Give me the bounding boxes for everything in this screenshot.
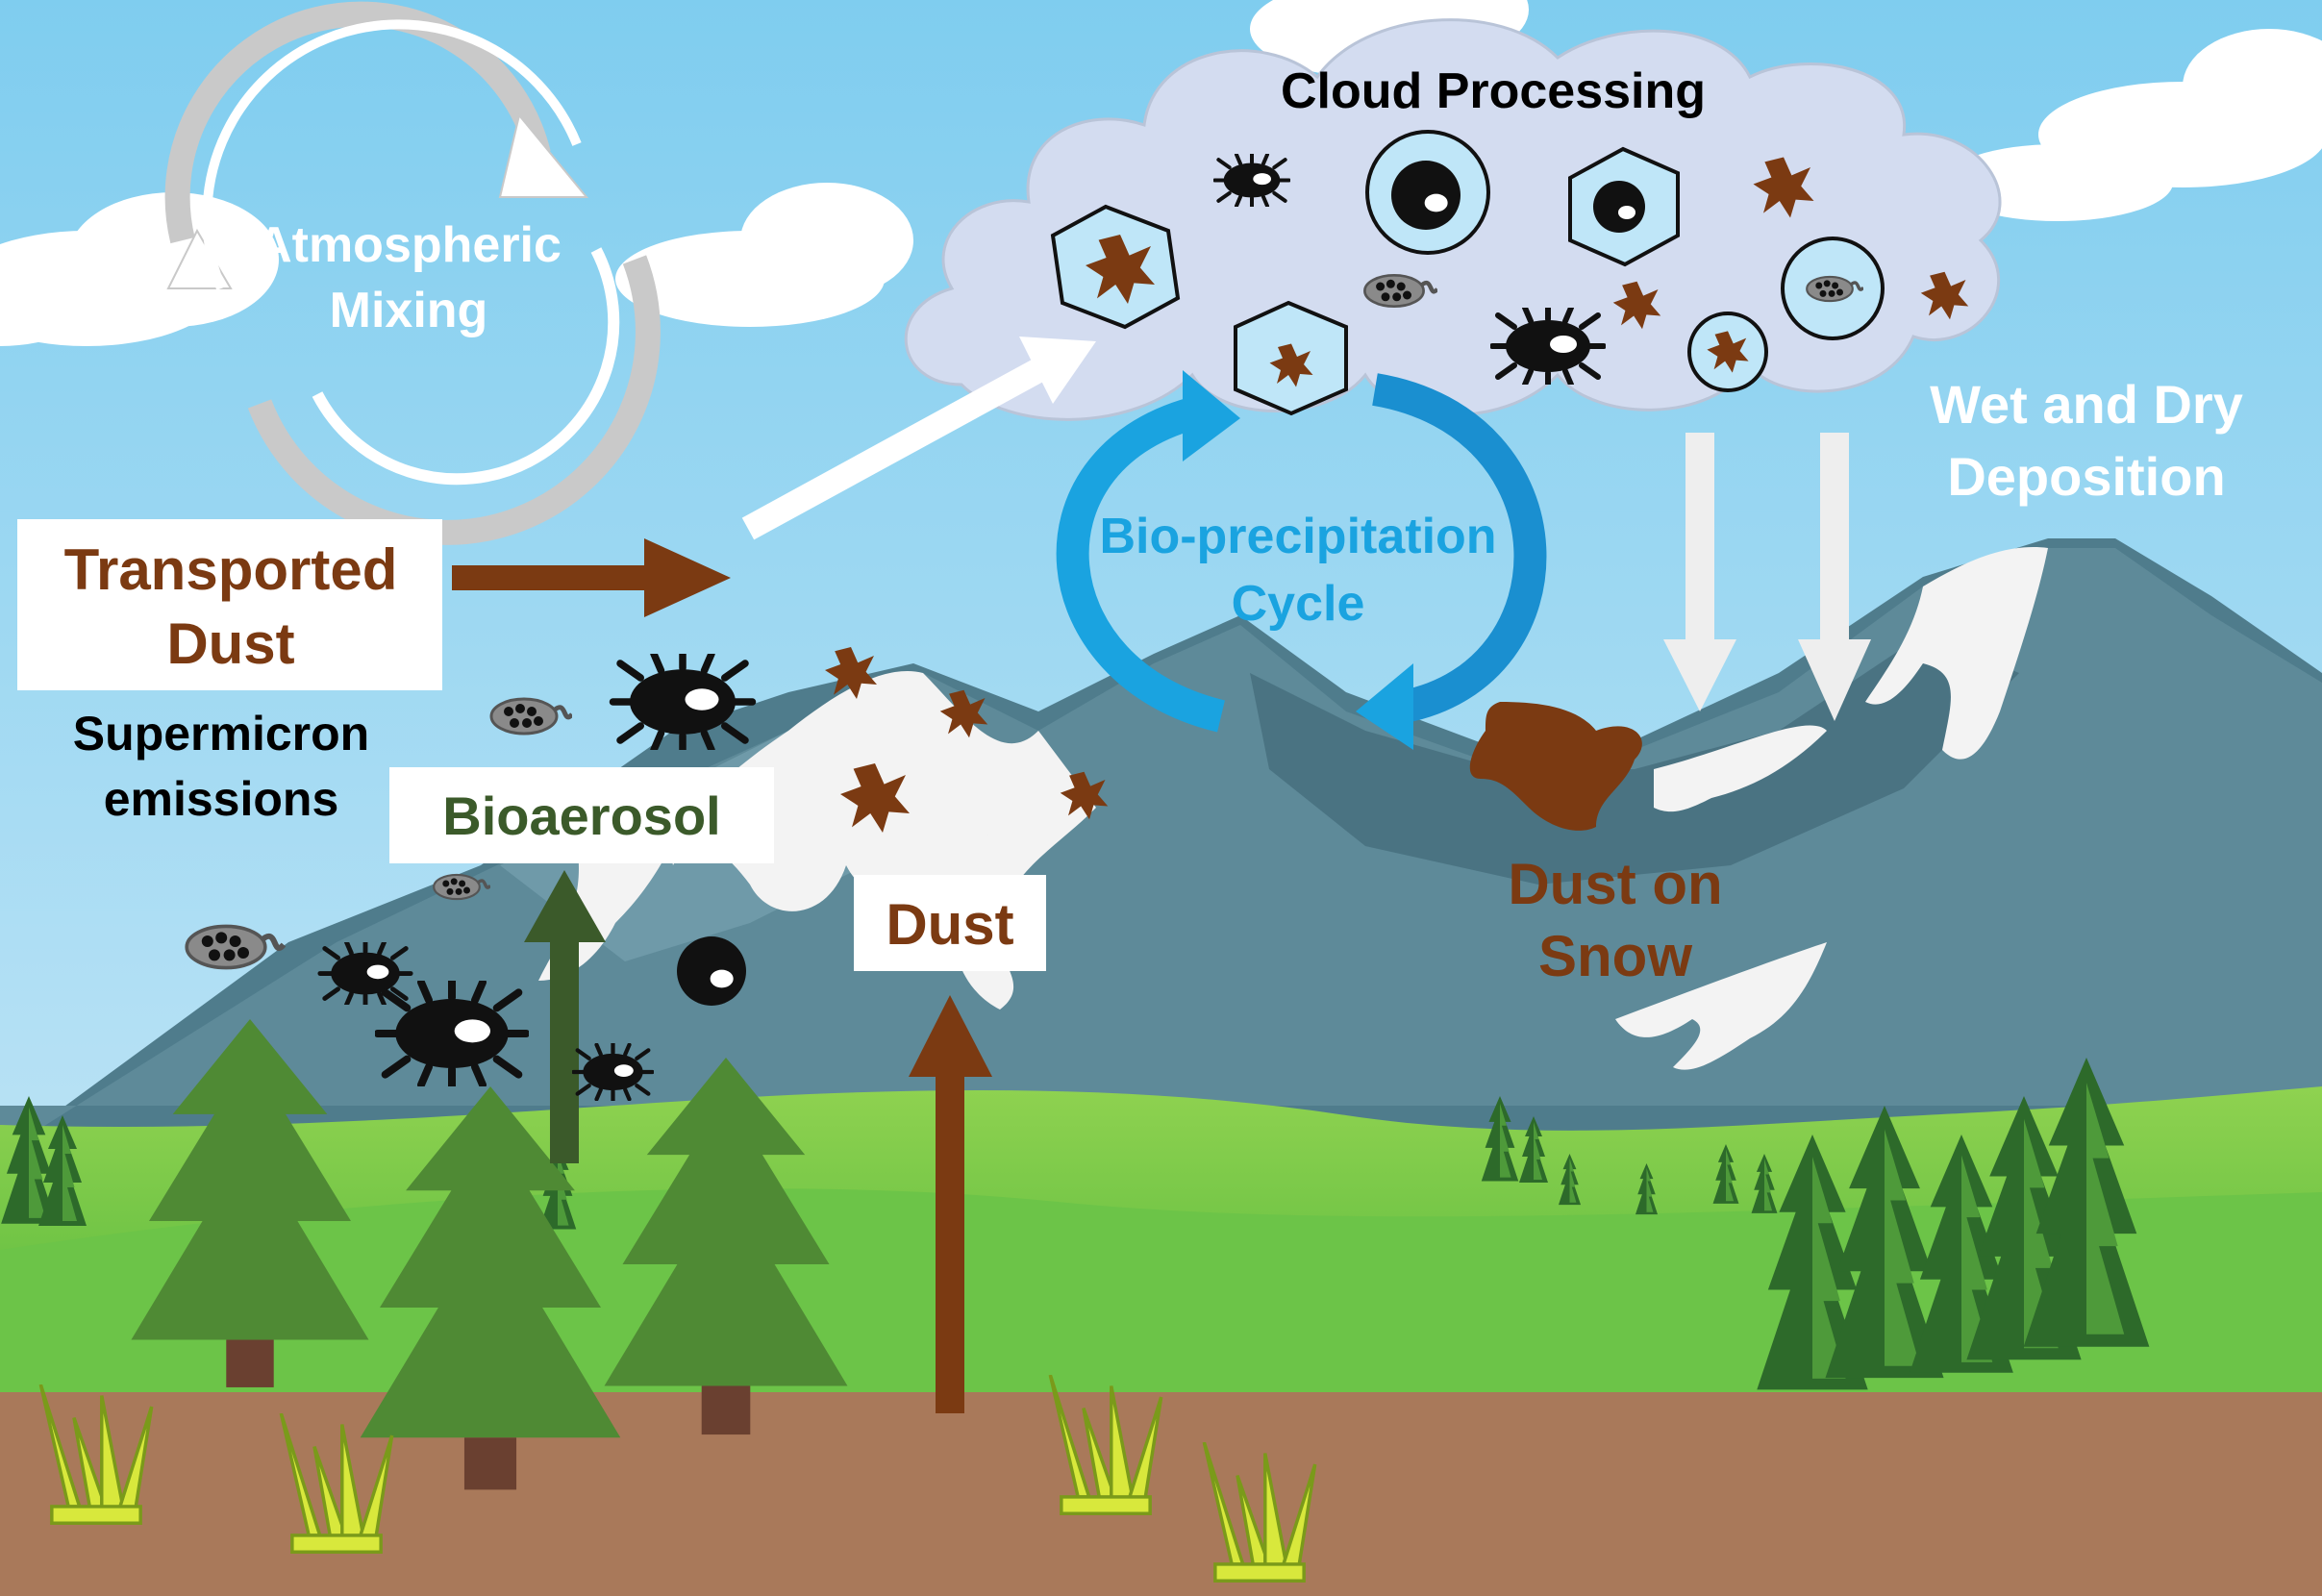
atmospheric-mixing-label-2: Mixing <box>330 283 488 338</box>
transported-dust-label-1: Transported <box>64 537 398 602</box>
bioaerosol-arrow <box>524 870 606 1163</box>
bio-precipitation-arrows <box>1056 370 1547 750</box>
bioaerosol-label: Bioaerosol <box>442 786 720 846</box>
transported-dust-arrow <box>452 538 731 617</box>
supermicron-label-1: Supermicron <box>73 707 369 761</box>
bio-precipitation-label-1: Bio-precipitation <box>1099 509 1496 564</box>
transported-dust-box <box>17 519 442 690</box>
dust-label: Dust <box>886 892 1013 957</box>
dust-on-snow-deposit <box>1469 702 1642 831</box>
wet-dry-deposition-label-1: Wet and Dry <box>1930 374 2243 435</box>
deposition-arrows <box>1663 433 1871 721</box>
bio-precipitation-label-2: Cycle <box>1232 576 1365 632</box>
foreground-hill <box>0 1188 2322 1394</box>
supermicron-label-2: emissions <box>104 772 339 826</box>
uplift-arrow <box>741 337 1096 540</box>
dust-box <box>854 875 1046 971</box>
cloud-particles <box>1050 130 1969 416</box>
dust-on-snow-label-1: Dust on <box>1508 852 1722 916</box>
atmospheric-mixing-label-1: Atmospheric <box>256 217 562 273</box>
bioaerosol-box <box>389 767 774 863</box>
atmospheric-mixing-arrows <box>164 1 661 545</box>
transported-dust-label-2: Dust <box>166 611 294 676</box>
wet-dry-deposition-label-2: Deposition <box>1947 446 2225 507</box>
mountain-shadow <box>1250 635 2019 885</box>
background-clouds <box>0 0 2322 346</box>
dust-on-snow-label-2: Snow <box>1538 924 1692 988</box>
cloud-processing-label: Cloud Processing <box>1281 63 1706 119</box>
dust-arrow <box>909 995 992 1413</box>
